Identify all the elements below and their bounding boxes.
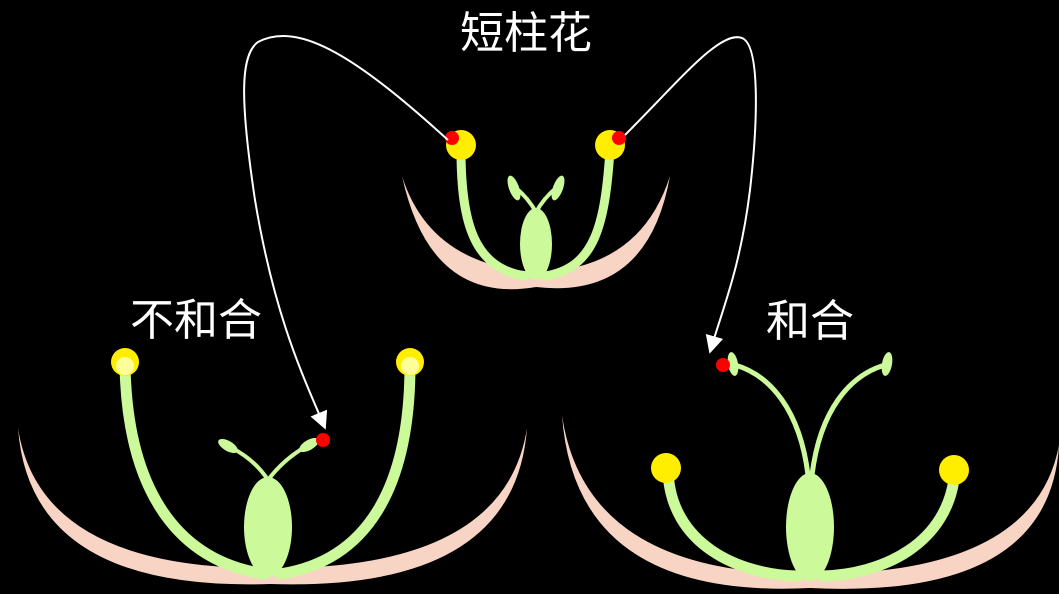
top-right-pollen xyxy=(612,131,626,145)
top-right-stamen-filament xyxy=(545,150,610,276)
left-ovary xyxy=(244,477,292,577)
short-style-flower-label: 短柱花 xyxy=(460,12,592,56)
left-left-style-branch xyxy=(232,448,268,480)
right-right-stamen-filament xyxy=(822,470,955,576)
right-ovary xyxy=(786,473,834,581)
left-left-stigma xyxy=(216,436,240,456)
compatible-label: 和合 xyxy=(766,300,854,344)
right-left-style-branch xyxy=(735,365,808,475)
right-right-stigma xyxy=(880,351,894,376)
short-style-flower xyxy=(402,130,670,289)
incompatible-flower xyxy=(18,348,527,584)
left-right-style-branch xyxy=(268,447,305,480)
compatible-flower xyxy=(562,351,1059,589)
incompatible-label: 不和合 xyxy=(130,299,262,343)
right-left-anther xyxy=(651,453,681,483)
left-left-anther-core xyxy=(116,357,134,375)
left-left-stamen-filament xyxy=(125,365,265,574)
right-right-anther xyxy=(939,455,969,485)
pollen-arrow-to-compatible xyxy=(625,37,756,352)
left-right-anther-core xyxy=(401,357,419,375)
left-right-stamen-filament xyxy=(280,365,410,574)
left-received-pollen xyxy=(316,433,330,447)
right-right-style-branch xyxy=(812,365,885,475)
top-right-stigma xyxy=(549,174,567,202)
top-left-stigma xyxy=(505,174,523,202)
right-received-pollen xyxy=(716,358,730,372)
top-ovary xyxy=(520,208,552,280)
